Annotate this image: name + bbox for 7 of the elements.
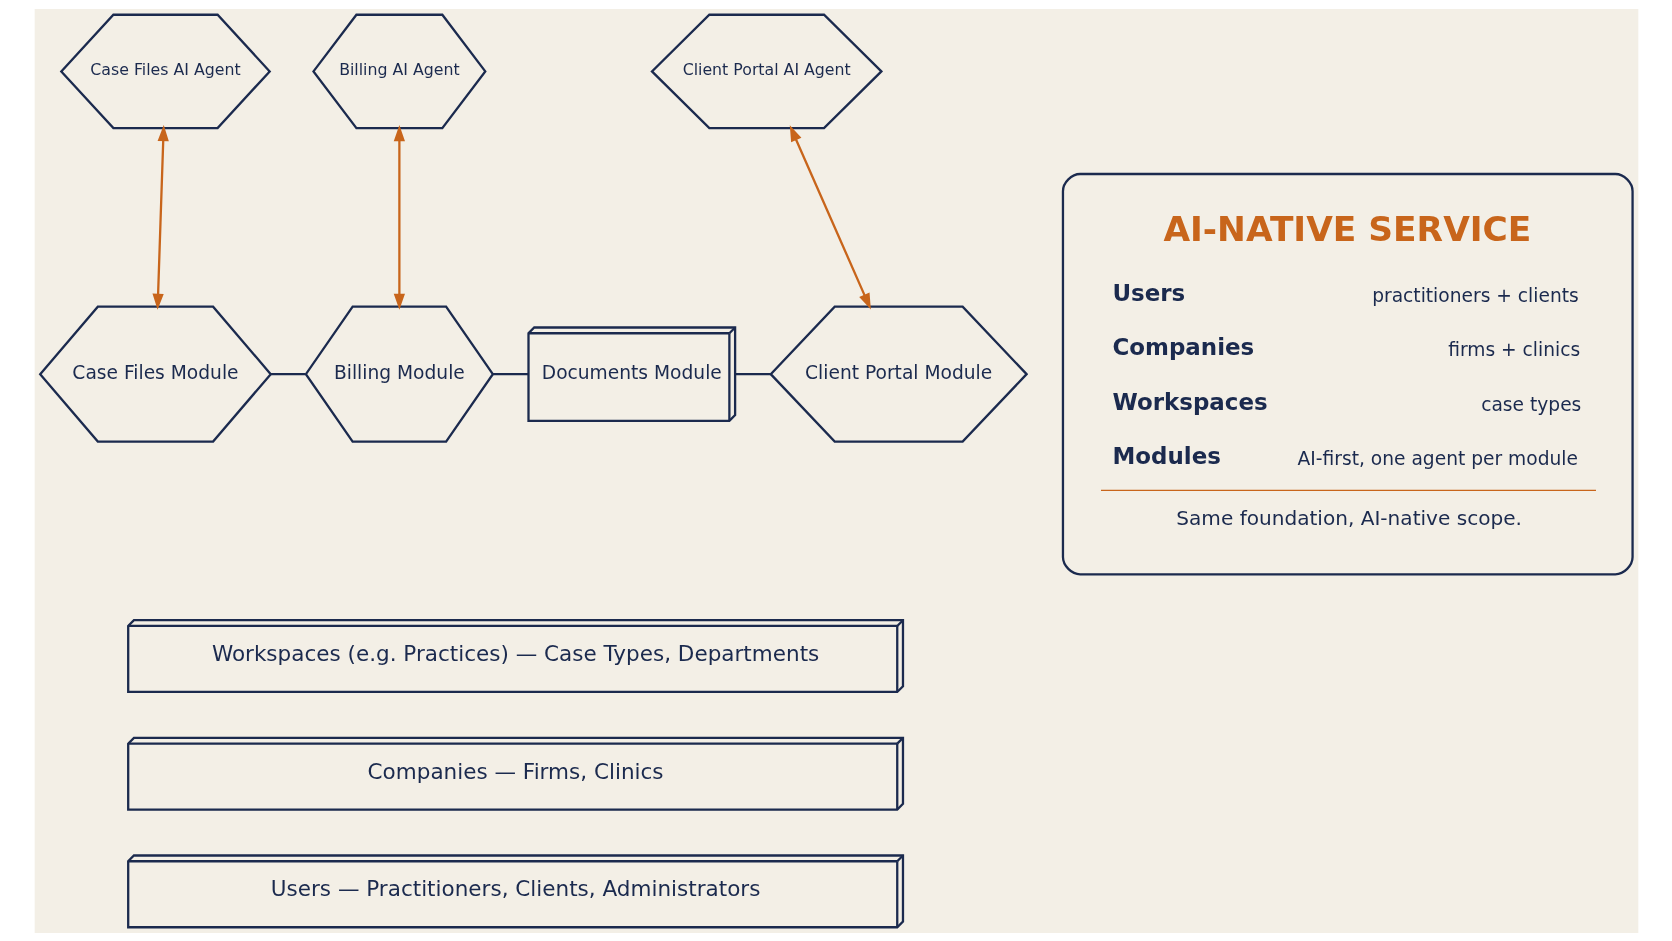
connector: [735, 372, 771, 375]
arrow: [789, 124, 871, 309]
arrow: [393, 124, 405, 310]
connector: [270, 372, 305, 375]
node-box: AI-NATIVE SERVICE Users practitioners + clients Companies firms + clinics Workspaces case types Modules AI-first, one agent per module Same foundation, AI-native scope.: [1061, 172, 1634, 575]
arrow: [151, 124, 169, 310]
connector: [492, 372, 528, 375]
